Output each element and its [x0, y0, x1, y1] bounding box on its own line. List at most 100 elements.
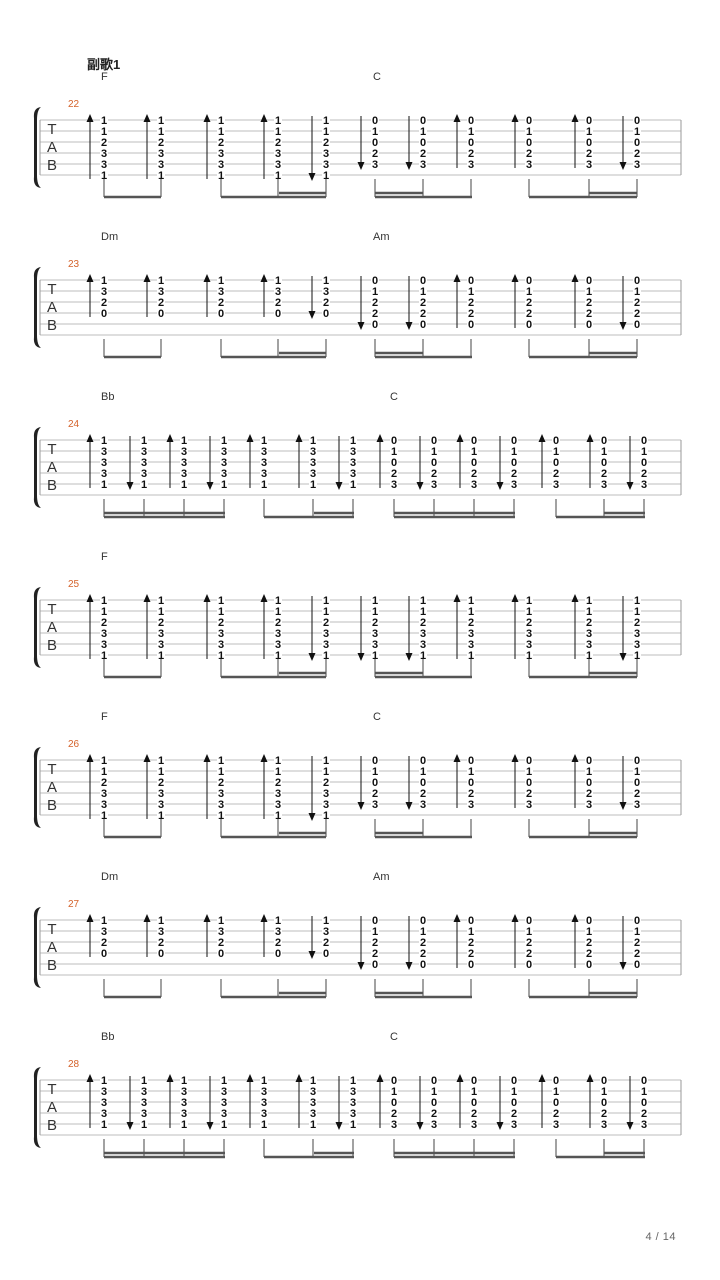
- fret-number: 0: [420, 275, 426, 287]
- fret-bg: [585, 799, 593, 809]
- strum-up-arrow: [571, 914, 579, 922]
- fret-bg: [633, 777, 641, 787]
- strum-down-arrow: [308, 653, 316, 661]
- fret-bg: [157, 595, 165, 605]
- fret-number: 0: [372, 915, 378, 927]
- fret-bg: [309, 435, 317, 445]
- fret-number: 3: [420, 159, 426, 171]
- fret-number: 2: [323, 937, 329, 949]
- fret-number: 3: [553, 1119, 559, 1131]
- fret-number: 1: [601, 1086, 607, 1098]
- fret-bg: [633, 126, 641, 136]
- fret-number: 0: [511, 1075, 517, 1087]
- fret-bg: [552, 457, 560, 467]
- fret-bg: [525, 126, 533, 136]
- fret-number: 0: [526, 777, 532, 789]
- fret-bg: [419, 777, 427, 787]
- fret-number: 3: [310, 457, 316, 469]
- strum-down-arrow: [496, 1122, 504, 1130]
- fret-bg: [322, 650, 330, 660]
- fret-number: 2: [634, 297, 640, 309]
- system-brace: [33, 907, 41, 988]
- fret-bg: [419, 948, 427, 958]
- fret-bg: [525, 159, 533, 169]
- fret-number: 0: [601, 1075, 607, 1087]
- fret-bg: [585, 297, 593, 307]
- chord-name: Dm: [101, 871, 118, 883]
- fret-number: 0: [372, 755, 378, 767]
- fret-number: 3: [526, 159, 532, 171]
- chord-name: C: [390, 391, 398, 403]
- fret-bg: [419, 639, 427, 649]
- fret-bg: [419, 788, 427, 798]
- fret-bg: [633, 650, 641, 660]
- fret-bg: [585, 926, 593, 936]
- fret-bg: [430, 457, 438, 467]
- fret-number: 2: [420, 948, 426, 960]
- fret-bg: [467, 297, 475, 307]
- system-brace: [33, 267, 41, 348]
- fret-bg: [585, 595, 593, 605]
- fret-number: 1: [158, 595, 164, 607]
- fret-number: 3: [310, 446, 316, 458]
- strum-up-arrow: [453, 594, 461, 602]
- fret-bg: [100, 799, 108, 809]
- fret-bg: [371, 275, 379, 285]
- fret-number: 2: [526, 308, 532, 320]
- fret-number: 0: [372, 115, 378, 127]
- fret-number: 1: [586, 126, 592, 138]
- fret-bg: [220, 468, 228, 478]
- fret-number: 1: [141, 1075, 147, 1087]
- fret-bg: [309, 457, 317, 467]
- fret-bg: [640, 1075, 648, 1085]
- fret-number: 1: [310, 435, 316, 447]
- fret-bg: [260, 1086, 268, 1096]
- fret-bg: [217, 628, 225, 638]
- fret-bg: [467, 159, 475, 169]
- fret-bg: [525, 959, 533, 969]
- fret-bg: [510, 479, 518, 489]
- fret-bg: [467, 606, 475, 616]
- fret-bg: [100, 639, 108, 649]
- fret-number: 3: [471, 1119, 477, 1131]
- fret-number: 1: [586, 766, 592, 778]
- fret-bg: [633, 628, 641, 638]
- fret-bg: [430, 446, 438, 456]
- fret-bg: [180, 457, 188, 467]
- fret-bg: [274, 126, 282, 136]
- fret-bg: [220, 479, 228, 489]
- fret-number: 1: [468, 595, 474, 607]
- chord-name: C: [390, 1031, 398, 1043]
- fret-number: 2: [275, 617, 281, 629]
- fret-number: 1: [468, 286, 474, 298]
- fret-number: 0: [101, 308, 107, 320]
- fret-bg: [140, 468, 148, 478]
- fret-number: 3: [101, 457, 107, 469]
- fret-number: 0: [634, 319, 640, 331]
- fret-bg: [157, 617, 165, 627]
- tab-clef-letter: B: [47, 157, 57, 174]
- system-brace: [33, 747, 41, 828]
- fret-number: 2: [634, 148, 640, 160]
- fret-bg: [525, 650, 533, 660]
- fret-number: 1: [221, 479, 227, 491]
- fret-number: 1: [511, 446, 517, 458]
- fret-number: 1: [420, 606, 426, 618]
- fret-bg: [640, 468, 648, 478]
- strum-up-arrow: [260, 114, 268, 122]
- fret-number: 1: [420, 286, 426, 298]
- fret-bg: [600, 1075, 608, 1085]
- fret-number: 0: [468, 319, 474, 331]
- fret-bg: [525, 799, 533, 809]
- fret-bg: [140, 1108, 148, 1118]
- fret-number: 3: [181, 446, 187, 458]
- fret-number: 1: [372, 606, 378, 618]
- fret-number: 3: [275, 639, 281, 651]
- fret-number: 1: [221, 435, 227, 447]
- fret-bg: [140, 1097, 148, 1107]
- strum-up-arrow: [453, 914, 461, 922]
- fret-number: 2: [511, 468, 517, 480]
- fret-number: 3: [553, 479, 559, 491]
- fret-bg: [467, 937, 475, 947]
- fret-bg: [585, 766, 593, 776]
